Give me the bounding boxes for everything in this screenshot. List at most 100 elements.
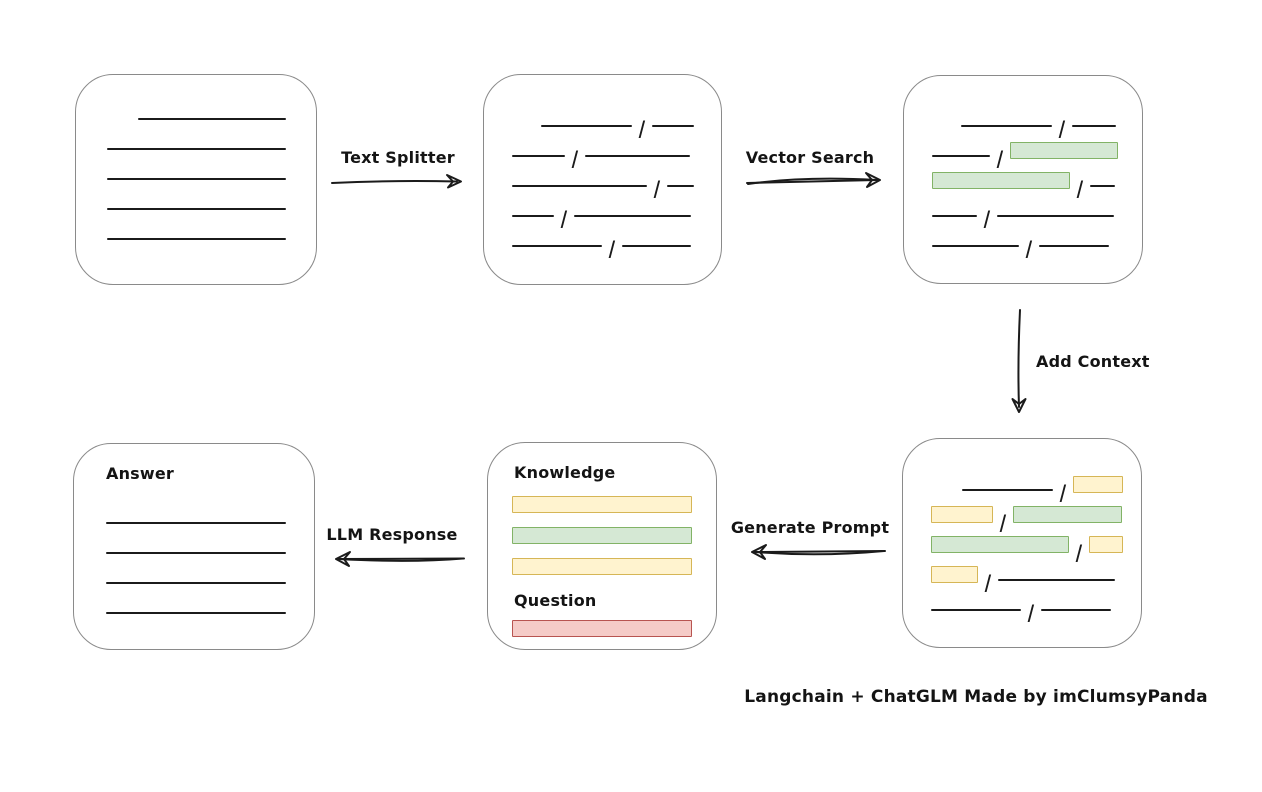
text-line: [997, 579, 1115, 581]
slash-separator: /: [983, 207, 991, 231]
yellow-bar: [512, 558, 692, 575]
green-highlight-chip: [931, 536, 1069, 553]
text-splitter-label: Text Splitter: [341, 148, 455, 167]
generate-prompt-arrow-icon: [751, 544, 886, 560]
text-line: [666, 185, 694, 187]
text-line: [1071, 125, 1116, 127]
answer-content: Answer: [106, 464, 286, 616]
yellow-highlight-chip: [1072, 476, 1123, 493]
yellow-highlight-chip: [931, 566, 978, 583]
text-line: [512, 245, 602, 247]
text-row: [106, 496, 286, 526]
red-bar: [512, 620, 692, 637]
slash-separator: /: [608, 237, 616, 261]
text-line: [541, 125, 632, 127]
text-line: [962, 489, 1053, 491]
text-row: /: [931, 583, 1141, 624]
vector-search-results-box: / / / / /: [903, 75, 1143, 284]
answer-box: Answer: [73, 443, 315, 650]
text-row: /: [932, 159, 1142, 200]
context-lines: / / / / /: [903, 439, 1141, 624]
source-document-box: [75, 74, 317, 285]
search-result-lines: / / / / /: [904, 76, 1142, 260]
text-row: /: [931, 553, 1141, 594]
text-line: [106, 612, 286, 614]
yellow-highlight-chip: [1088, 536, 1123, 553]
text-line: [573, 215, 691, 217]
slash-separator: /: [560, 207, 568, 231]
yellow-bar: [512, 496, 692, 513]
text-row: /: [932, 189, 1142, 230]
slash-separator: /: [999, 511, 1007, 535]
add-context-arrow-icon: [1011, 309, 1027, 413]
llm-response-arrow-icon: [335, 551, 465, 567]
credit-text: Langchain + ChatGLM Made by imClumsyPand…: [744, 687, 1208, 707]
slash-separator: /: [638, 117, 646, 141]
add-context-label: Add Context: [1036, 352, 1150, 371]
text-line: [932, 245, 1019, 247]
text-row: /: [512, 219, 721, 260]
text-row: [107, 212, 316, 242]
text-row: [106, 586, 286, 616]
knowledge-bars: [512, 496, 692, 575]
text-line: [106, 582, 286, 584]
text-row: [107, 182, 316, 212]
slash-separator: /: [1058, 117, 1066, 141]
slash-separator: /: [1025, 237, 1033, 261]
text-row: [106, 526, 286, 556]
text-line: [1040, 609, 1111, 611]
text-row: /: [932, 129, 1142, 170]
text-line: [512, 185, 647, 187]
green-highlight-chip: [1012, 506, 1122, 523]
question-bars: [512, 620, 692, 637]
green-highlight-chip: [932, 172, 1070, 189]
text-line: [138, 118, 286, 120]
text-row: /: [961, 99, 1142, 140]
context-chunks-box: / / / / /: [902, 438, 1142, 648]
text-line: [932, 155, 990, 157]
prompt-box: Knowledge Question: [487, 442, 717, 650]
slash-separator: /: [1076, 177, 1084, 201]
text-row: [106, 556, 286, 586]
text-row: /: [512, 129, 721, 170]
text-line: [932, 215, 977, 217]
slash-separator: /: [996, 147, 1004, 171]
chunk-lines: / / / / /: [484, 75, 721, 260]
text-line: [1089, 185, 1115, 187]
text-line: [107, 208, 286, 210]
text-row: [138, 92, 316, 122]
slash-separator: /: [1027, 601, 1035, 625]
text-row: /: [931, 523, 1141, 564]
slash-separator: /: [1075, 541, 1083, 565]
vector-search-label: Vector Search: [745, 148, 875, 167]
text-line: [107, 148, 286, 150]
green-highlight-chip: [1009, 142, 1118, 159]
slash-separator: /: [653, 177, 661, 201]
text-splitter-arrow-icon: [331, 174, 462, 189]
prompt-content: Knowledge Question: [512, 463, 692, 637]
generate-prompt-label: Generate Prompt: [730, 518, 890, 537]
text-line: [106, 522, 286, 524]
document-lines: [76, 75, 316, 242]
text-line: [961, 125, 1052, 127]
slash-separator: /: [571, 147, 579, 171]
text-row: /: [931, 493, 1141, 534]
text-line: [931, 609, 1021, 611]
text-row: /: [512, 159, 721, 200]
text-row: [107, 152, 316, 182]
text-line: [512, 155, 565, 157]
slash-separator: /: [984, 571, 992, 595]
answer-lines: [106, 496, 286, 616]
text-line: [996, 215, 1114, 217]
slash-separator: /: [1059, 481, 1067, 505]
question-heading: Question: [514, 591, 597, 610]
text-row: /: [512, 189, 721, 230]
split-text-box: / / / / /: [483, 74, 722, 285]
knowledge-heading: Knowledge: [514, 463, 616, 482]
text-line: [512, 215, 554, 217]
text-line: [107, 238, 286, 240]
text-row: /: [932, 219, 1142, 260]
text-row: /: [962, 463, 1141, 504]
answer-heading: Answer: [106, 464, 175, 483]
